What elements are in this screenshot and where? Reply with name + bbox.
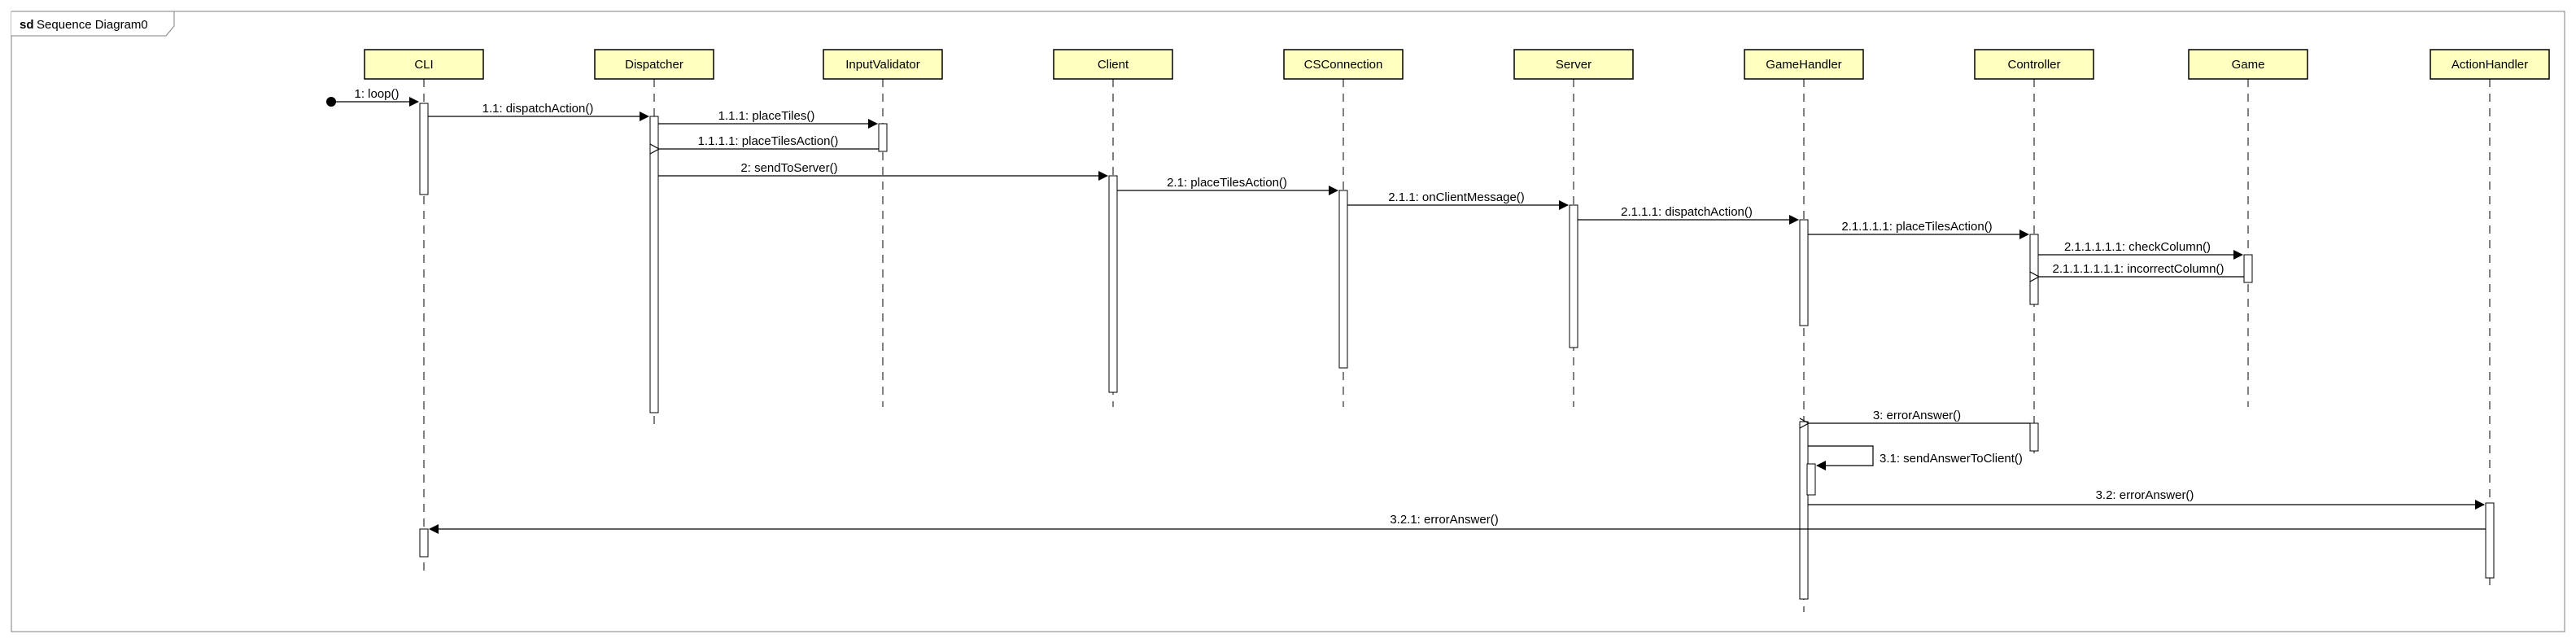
lifeline-gamehandler[interactable]: GameHandler	[1744, 49, 1864, 612]
lifeline-label: CSConnection	[1304, 58, 1383, 72]
message-arrow	[1808, 445, 1874, 470]
lifeline-box[interactable]	[1053, 49, 1173, 80]
message-1-1-1-placeTiles[interactable]: 1.1.1: placeTiles()	[658, 109, 878, 129]
lifeline-label: Dispatcher	[625, 58, 683, 72]
lifelines: CLI Dispatcher InputValidator Client CSC…	[364, 49, 2550, 612]
message-label: 1.1.1: placeTiles()	[718, 109, 815, 123]
lifeline-label: Game	[2232, 58, 2265, 72]
lifeline-actionhandler[interactable]: ActionHandler	[2430, 49, 2550, 588]
message-label: 2.1.1.1.1: placeTilesAction()	[1841, 220, 1992, 234]
frame-title-tab	[11, 11, 175, 37]
lifeline-label: InputValidator	[845, 58, 919, 72]
activation-bars	[419, 103, 2495, 600]
activation-bar-controller-2	[2029, 422, 2039, 452]
lifeline-label: Client	[1098, 58, 1129, 72]
activation-bar-client	[1108, 175, 1118, 393]
activation-bar-dispatcher	[649, 116, 659, 413]
message-2-sendToServer[interactable]: 2: sendToServer()	[658, 161, 1108, 181]
lifeline-box[interactable]	[1974, 49, 2094, 80]
activation-bar-cli-1	[419, 103, 429, 195]
activation-bar-csconnection	[1338, 190, 1348, 369]
lifeline-csconnection[interactable]: CSConnection	[1283, 49, 1404, 407]
activation-bar-server	[1569, 204, 1578, 348]
lifeline-box[interactable]	[1513, 49, 1634, 80]
message-label: 3.2: errorAnswer()	[2096, 488, 2194, 502]
frame-keyword: sd	[20, 18, 34, 32]
message-3-2-errorAnswer[interactable]: 3.2: errorAnswer()	[1808, 488, 2485, 510]
frame-title: Sequence Diagram0	[37, 18, 148, 32]
lifeline-label: Controller	[2007, 58, 2060, 72]
message-3-1-sendAnswerToClient[interactable]: 3.1: sendAnswerToClient()	[1808, 445, 2023, 470]
message-2-1-1-1-1-1-1-incorrectColumn[interactable]: 2.1.1.1.1.1.1: incorrectColumn()	[2039, 262, 2244, 277]
lifeline-dispatcher[interactable]: Dispatcher	[594, 49, 714, 425]
lifeline-label: Server	[1556, 58, 1591, 72]
message-label: 2.1.1: onClientMessage()	[1388, 190, 1525, 204]
lifeline-game[interactable]: Game	[2188, 49, 2308, 407]
message-label: 2.1: placeTilesAction()	[1167, 176, 1287, 190]
lifeline-box[interactable]	[2430, 49, 2550, 80]
message-label: 1: loop()	[354, 87, 399, 101]
messages: 1: loop() 1.1: dispatchAction() 1.1.1: p…	[326, 87, 2486, 534]
activation-bar-game	[2243, 254, 2253, 283]
message-label: 3.2.1: errorAnswer()	[1390, 513, 1498, 527]
message-label: 2.1.1.1.1.1: checkColumn()	[2064, 240, 2211, 254]
activation-bar-gamehandler-1	[1799, 219, 1809, 326]
message-label: 3: errorAnswer()	[1873, 409, 1961, 422]
message-label: 1.1.1.1: placeTilesAction()	[698, 134, 839, 148]
lifeline-box[interactable]	[1283, 49, 1404, 80]
frame-border	[11, 11, 2565, 632]
message-3-2-1-errorAnswer[interactable]: 3.2.1: errorAnswer()	[429, 513, 2486, 534]
lifeline-box[interactable]	[823, 49, 943, 80]
message-2-1-1-1-dispatchAction[interactable]: 2.1.1.1: dispatchAction()	[1578, 205, 1799, 225]
message-1-1-dispatchAction[interactable]: 1.1: dispatchAction()	[428, 102, 649, 121]
message-label: 2.1.1.1: dispatchAction()	[1621, 205, 1753, 219]
message-2-1-1-1-1-placeTilesAction[interactable]: 2.1.1.1.1: placeTilesAction()	[1808, 220, 2029, 239]
lifeline-box[interactable]	[594, 49, 714, 80]
activation-bar-gamehandler-2	[1799, 421, 1809, 600]
activation-bar-actionhandler	[2485, 502, 2495, 579]
message-2-1-1-1-1-1-checkColumn[interactable]: 2.1.1.1.1.1: checkColumn()	[2038, 240, 2243, 260]
activation-bar-inputvalidator	[878, 123, 888, 152]
lifeline-label: GameHandler	[1766, 58, 1841, 72]
activation-bar-cli-2	[419, 528, 429, 558]
diagram-frame: sd Sequence Diagram0	[11, 11, 2565, 632]
message-label: 1.1: dispatchAction()	[482, 102, 594, 116]
lifeline-inputvalidator[interactable]: InputValidator	[823, 49, 943, 407]
lifeline-cli[interactable]: CLI	[364, 49, 484, 574]
message-2-1-1-onClientMessage[interactable]: 2.1.1: onClientMessage()	[1347, 190, 1569, 210]
message-1-loop[interactable]: 1: loop()	[326, 87, 419, 107]
message-1-1-1-1-placeTilesAction[interactable]: 1.1.1.1: placeTilesAction()	[659, 134, 879, 149]
lifeline-controller[interactable]: Controller	[1974, 49, 2094, 456]
message-3-errorAnswer[interactable]: 3: errorAnswer()	[1809, 409, 2030, 423]
lifeline-box[interactable]	[2188, 49, 2308, 80]
message-2-1-placeTilesAction[interactable]: 2.1: placeTilesAction()	[1117, 176, 1338, 195]
lifeline-label: CLI	[414, 58, 433, 72]
activation-bar-controller-1	[2029, 234, 2039, 305]
message-label: 3.1: sendAnswerToClient()	[1880, 452, 2023, 466]
lifeline-label: ActionHandler	[2452, 58, 2528, 72]
activation-bar-gamehandler-self	[1806, 463, 1816, 496]
message-label: 2.1.1.1.1.1.1: incorrectColumn()	[2053, 262, 2225, 276]
lifeline-box[interactable]	[364, 49, 484, 80]
message-label: 2: sendToServer()	[740, 161, 837, 175]
